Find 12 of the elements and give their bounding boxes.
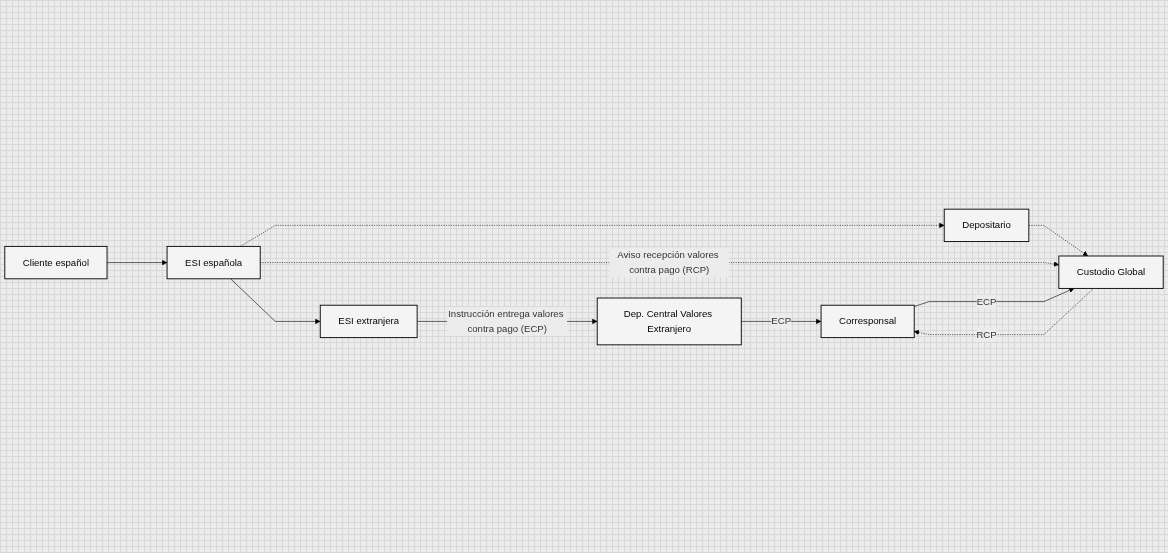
node-box: Depositario xyxy=(943,208,1030,242)
node-box: ESI extranjera xyxy=(319,304,418,338)
edge-label: RCP xyxy=(976,328,997,339)
node-box: Custodio Global xyxy=(1058,255,1164,289)
edge-label: Instrucción entrega valores contra pago (ECP) xyxy=(448,308,564,333)
node-box: Corresponsal xyxy=(820,304,915,338)
node-box: ESI española xyxy=(166,245,261,279)
edge-label: ECP xyxy=(771,315,792,326)
node-box: Dep. Central Valores Extranjero xyxy=(596,297,742,345)
edge-label: ECP xyxy=(976,295,997,306)
edge-label: Aviso recepción valores contra pago (RCP) xyxy=(617,249,719,275)
node-box: Cliente español xyxy=(4,245,108,279)
